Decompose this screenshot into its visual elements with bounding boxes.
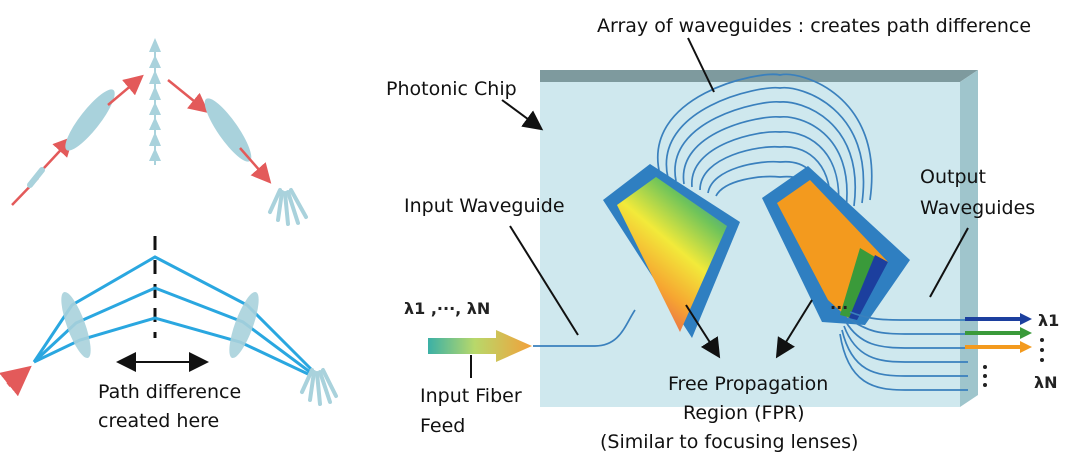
right-fpr (762, 166, 910, 325)
pointer-array (687, 37, 715, 93)
grating-stack (149, 38, 161, 165)
waveguide-array (656, 73, 873, 221)
bottom-output-fan (300, 368, 338, 406)
pointer-fpr-left (685, 304, 721, 359)
chip-front-face (540, 82, 960, 407)
path-difference-label-2: created here (98, 410, 219, 432)
top-right-lens (204, 98, 252, 162)
output-waveguides-label-1: Output (920, 166, 986, 188)
output-lambda-arrows (965, 313, 1032, 353)
array-of-waveguides-label: Array of waveguides : creates path diffe… (597, 15, 1031, 37)
input-lambda-label: λ1 ,···, λN (404, 299, 490, 318)
pointer-input-waveguide (509, 225, 579, 336)
fpr-label-2: Region (FPR) (683, 402, 805, 424)
input-fiber-label-2: Feed (420, 415, 465, 437)
left-fpr (603, 164, 740, 338)
chip-side-face (960, 70, 978, 407)
output-waveguides (839, 311, 968, 391)
pointer-chip (501, 99, 544, 131)
output-lambda-n-label: λN (1034, 373, 1058, 392)
output-lambda-1-label: λ1 (1038, 311, 1059, 330)
fpr-label-1: Free Propagation (668, 373, 828, 395)
input-waveguide-label: Input Waveguide (404, 195, 565, 217)
top-ray-sketch (11, 38, 308, 226)
top-left-lens (65, 89, 115, 151)
top-output-fan (268, 188, 308, 226)
pointer-fpr-right (775, 299, 813, 359)
photonic-chip (540, 70, 978, 407)
bottom-left-lens (61, 291, 91, 359)
input-fiber-arrow (428, 330, 532, 362)
photonic-chip-label: Photonic Chip (386, 78, 517, 100)
fpr-dots: ··· (830, 298, 848, 317)
output-dots (983, 338, 1044, 387)
output-waveguides-label-2: Waveguides (920, 197, 1035, 219)
fpr-label-3: (Similar to focusing lenses) (600, 431, 858, 453)
pointer-output-waveguides (929, 227, 969, 298)
input-waveguide (533, 309, 636, 347)
bottom-path-sketch (0, 236, 338, 406)
bottom-right-lens (229, 291, 259, 359)
input-fiber-label-1: Input Fiber (420, 385, 522, 407)
path-difference-label-1: Path difference (98, 381, 241, 403)
pointer-lines (470, 37, 969, 378)
